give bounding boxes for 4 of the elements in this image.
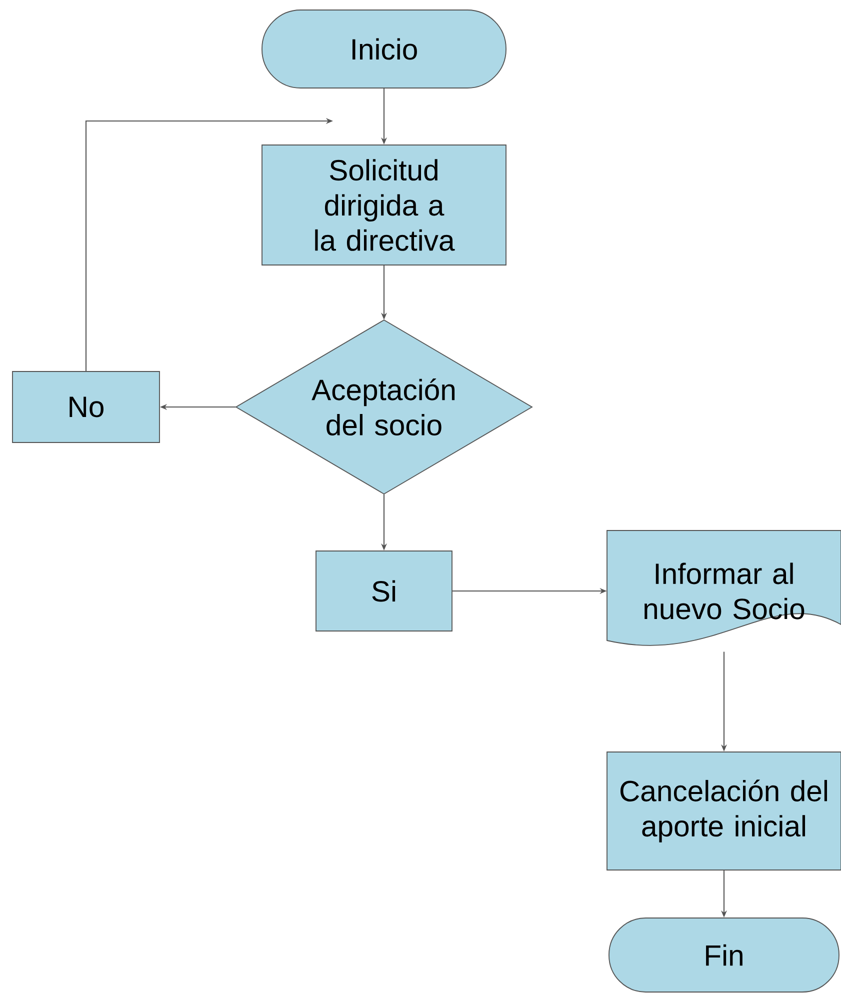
process-box: Cancelación del aporte inicial <box>606 752 841 870</box>
process-box: Si <box>316 550 452 632</box>
process-box: No <box>12 371 160 443</box>
process-box: Solicitud dirigida a la directiva <box>262 144 506 266</box>
